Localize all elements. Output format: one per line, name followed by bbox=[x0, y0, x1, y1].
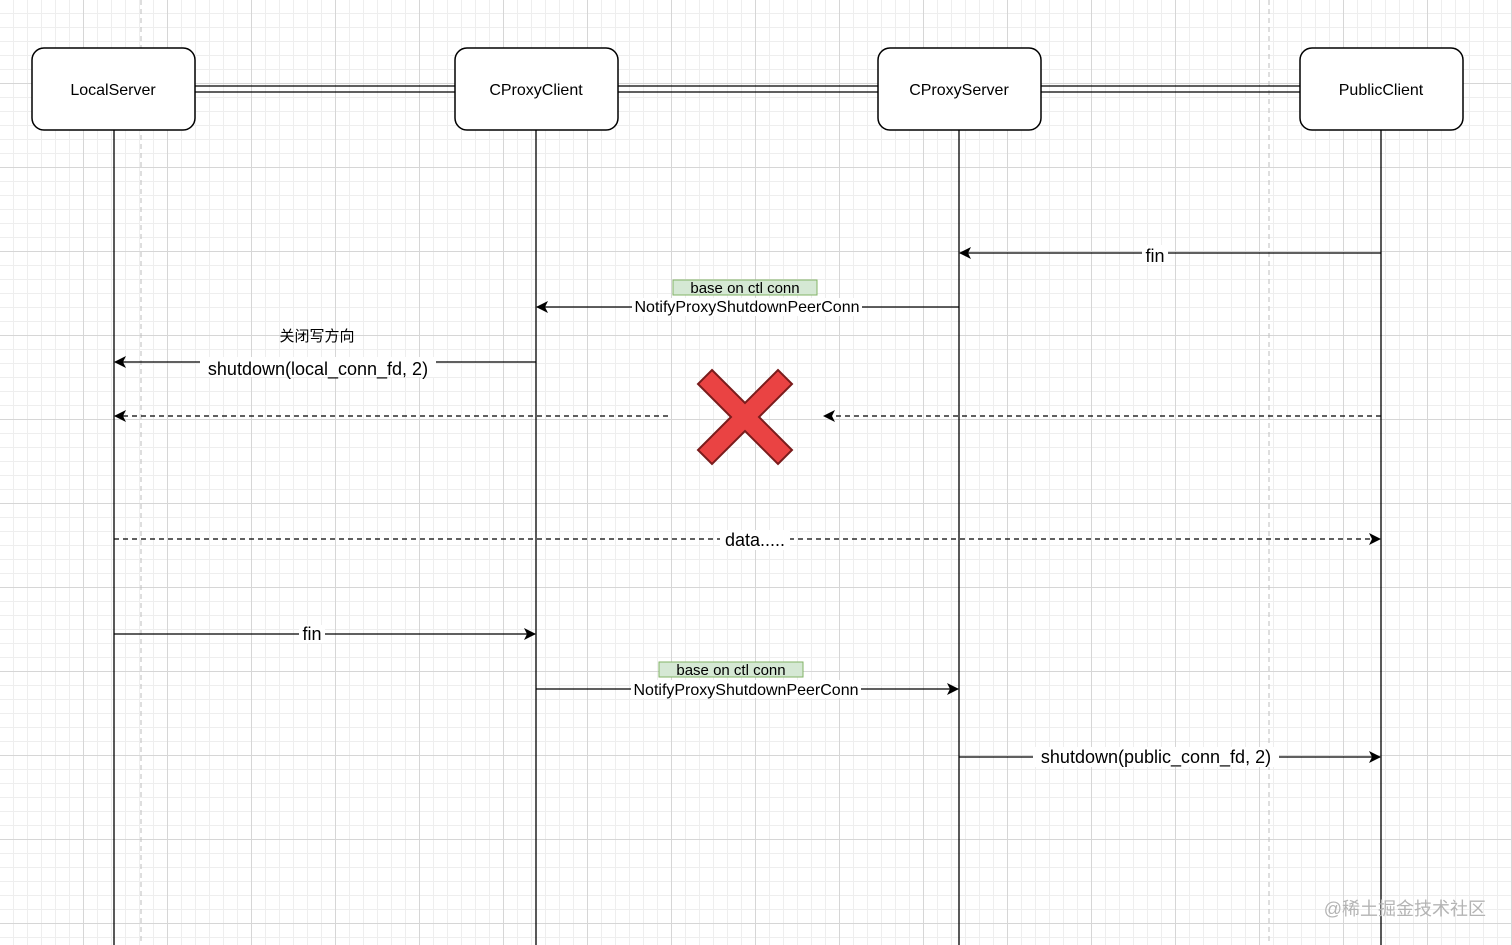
message-notify-shutdown-1[interactable]: base on ctl conn NotifyProxyShutdownPeer… bbox=[536, 279, 959, 316]
message-label: shutdown(public_conn_fd, 2) bbox=[1041, 747, 1271, 768]
actor-connections bbox=[195, 85, 1300, 93]
actor-public-client[interactable]: PublicClient bbox=[1299, 47, 1464, 131]
note-close-write: 关闭写方向 bbox=[279, 328, 354, 345]
tag-label: base on ctl conn bbox=[690, 280, 799, 297]
actor-label: CProxyServer bbox=[909, 82, 1009, 99]
message-label: fin bbox=[302, 624, 321, 644]
tag-ctl-conn-2 bbox=[658, 661, 804, 678]
tag-label: base on ctl conn bbox=[676, 662, 785, 679]
actor-label: CProxyClient bbox=[489, 82, 583, 99]
message-notify-shutdown-2[interactable]: base on ctl conn NotifyProxyShutdownPeer… bbox=[536, 661, 959, 699]
message-data[interactable]: data..... bbox=[114, 530, 1381, 550]
message-shutdown-local[interactable]: 关闭写方向 shutdown(local_conn_fd, 2) bbox=[114, 328, 536, 380]
message-fin-local[interactable]: fin bbox=[114, 624, 536, 644]
actor-cproxy-server[interactable]: CProxyServer bbox=[877, 47, 1042, 131]
watermark: @稀土掘金技术社区 bbox=[1324, 899, 1486, 919]
tag-ctl-conn-1 bbox=[672, 279, 818, 296]
message-label: NotifyProxyShutdownPeerConn bbox=[634, 299, 859, 316]
actor-cproxy-client[interactable]: CProxyClient bbox=[454, 47, 619, 131]
blocked-cross-icon bbox=[696, 368, 794, 466]
actor-local-server[interactable]: LocalServer bbox=[31, 47, 196, 131]
message-label: shutdown(local_conn_fd, 2) bbox=[208, 359, 428, 380]
actor-label: PublicClient bbox=[1339, 82, 1424, 99]
message-fin-public[interactable]: fin bbox=[959, 245, 1381, 266]
actor-label: LocalServer bbox=[70, 82, 156, 99]
message-label: data..... bbox=[725, 530, 785, 550]
message-label: NotifyProxyShutdownPeerConn bbox=[633, 682, 858, 699]
message-label: fin bbox=[1145, 246, 1164, 266]
message-shutdown-public[interactable]: shutdown(public_conn_fd, 2) bbox=[959, 747, 1381, 768]
